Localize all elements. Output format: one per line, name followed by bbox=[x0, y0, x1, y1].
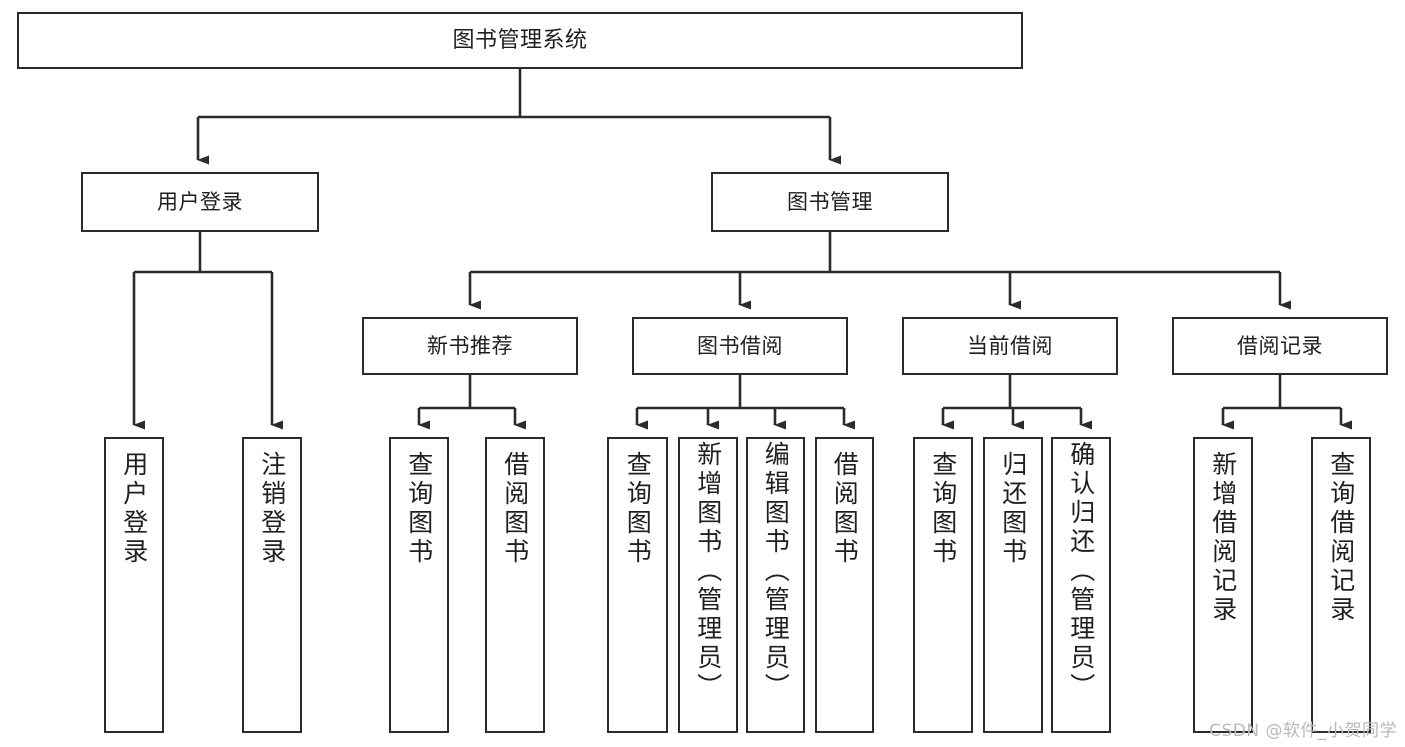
node-root-label: 图书管理系统 bbox=[452, 27, 588, 53]
leaf-query-record[interactable]: 查询借阅记录 bbox=[1311, 437, 1371, 733]
leaf-user-login-label: 用户登录 bbox=[119, 451, 149, 567]
leaf-query-book-1[interactable]: 查询图书 bbox=[389, 437, 449, 733]
leaf-borrow-book-2[interactable]: 借阅图书 bbox=[815, 437, 874, 733]
node-borrow-record-label: 借阅记录 bbox=[1237, 333, 1323, 358]
watermark: CSDN @软件_小贺同学 bbox=[1209, 721, 1397, 741]
leaf-confirm-return-label: 确认归还（管理员） bbox=[1066, 441, 1096, 702]
node-current-borrow-label: 当前借阅 bbox=[967, 333, 1053, 358]
node-borrow-record[interactable]: 借阅记录 bbox=[1172, 317, 1388, 375]
node-new-book-recommend-label: 新书推荐 bbox=[427, 333, 513, 358]
leaf-query-record-label: 查询借阅记录 bbox=[1326, 451, 1356, 625]
leaf-return-book-label: 归还图书 bbox=[998, 451, 1028, 567]
leaf-query-book-1-label: 查询图书 bbox=[404, 451, 434, 567]
leaf-confirm-return[interactable]: 确认归还（管理员） bbox=[1051, 437, 1111, 733]
leaf-borrow-book-2-label: 借阅图书 bbox=[830, 451, 860, 567]
leaf-user-logout[interactable]: 注销登录 bbox=[242, 437, 302, 733]
leaf-query-book-3[interactable]: 查询图书 bbox=[913, 437, 973, 733]
leaf-user-logout-label: 注销登录 bbox=[257, 451, 287, 567]
node-user-login-label: 用户登录 bbox=[157, 189, 243, 214]
leaf-borrow-book-1[interactable]: 借阅图书 bbox=[485, 437, 545, 733]
leaf-return-book[interactable]: 归还图书 bbox=[983, 437, 1043, 733]
leaf-query-book-2[interactable]: 查询图书 bbox=[607, 437, 668, 733]
node-current-borrow[interactable]: 当前借阅 bbox=[902, 317, 1118, 375]
leaf-edit-book[interactable]: 编辑图书（管理员） bbox=[746, 437, 805, 733]
node-user-login[interactable]: 用户登录 bbox=[81, 172, 319, 232]
leaf-query-book-2-label: 查询图书 bbox=[623, 451, 653, 567]
node-book-manage-label: 图书管理 bbox=[787, 189, 873, 214]
leaf-user-login[interactable]: 用户登录 bbox=[104, 437, 164, 733]
leaf-edit-book-label: 编辑图书（管理员） bbox=[761, 441, 791, 702]
leaf-borrow-book-1-label: 借阅图书 bbox=[500, 451, 530, 567]
node-book-borrow[interactable]: 图书借阅 bbox=[632, 317, 848, 375]
node-root[interactable]: 图书管理系统 bbox=[17, 12, 1023, 69]
leaf-query-book-3-label: 查询图书 bbox=[928, 451, 958, 567]
leaf-add-record-label: 新增借阅记录 bbox=[1208, 451, 1238, 625]
leaf-add-record[interactable]: 新增借阅记录 bbox=[1193, 437, 1253, 733]
leaf-add-book[interactable]: 新增图书（管理员） bbox=[678, 437, 738, 733]
leaf-add-book-label: 新增图书（管理员） bbox=[693, 441, 723, 702]
node-book-borrow-label: 图书借阅 bbox=[697, 333, 783, 358]
node-book-manage[interactable]: 图书管理 bbox=[711, 172, 949, 232]
node-new-book-recommend[interactable]: 新书推荐 bbox=[362, 317, 578, 375]
